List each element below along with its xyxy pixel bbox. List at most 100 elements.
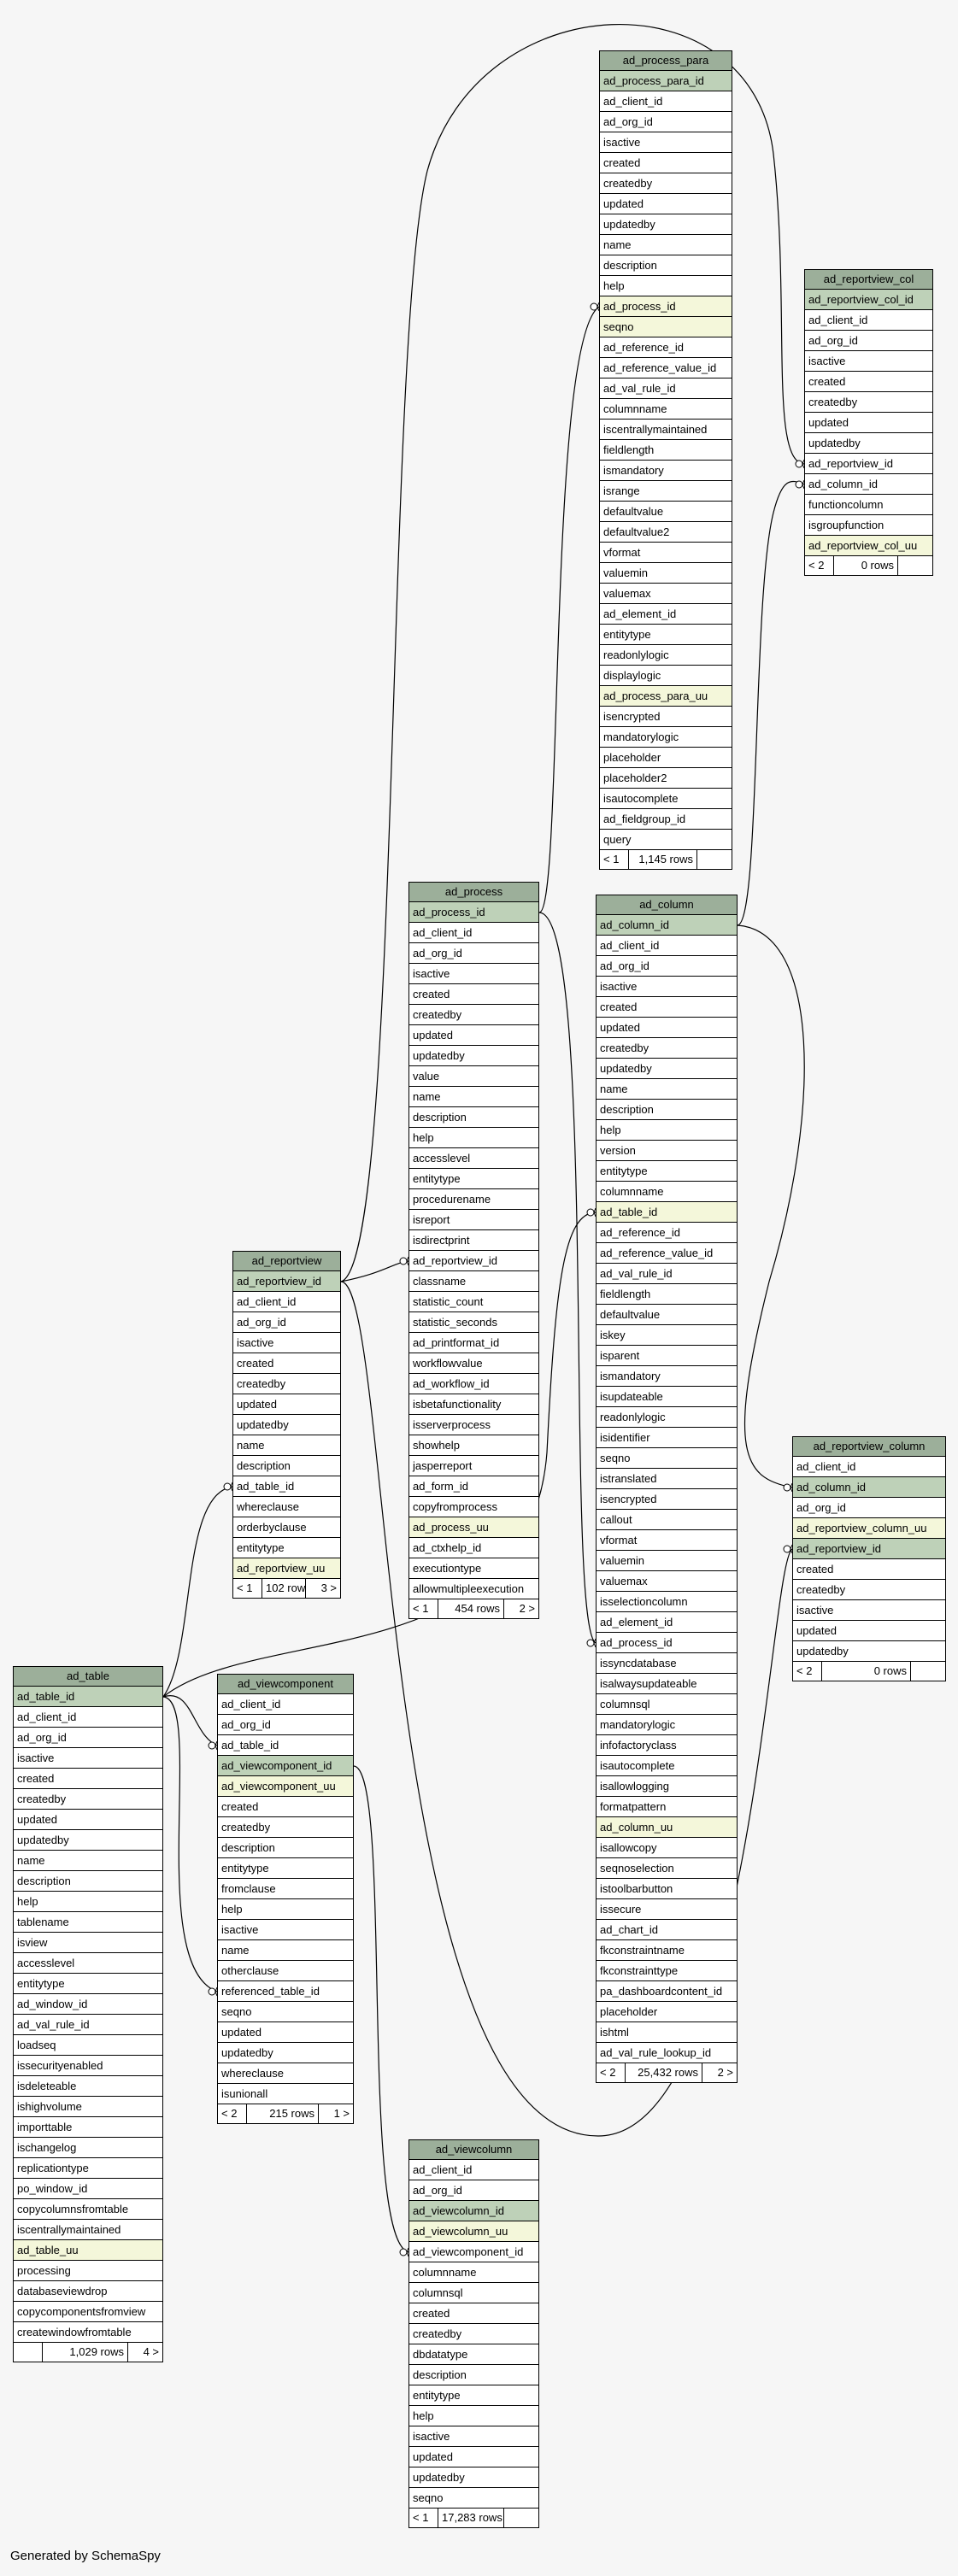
- table-column[interactable]: statistic_count: [409, 1292, 538, 1312]
- unique-key-column[interactable]: ad_process_uu: [409, 1517, 538, 1538]
- table-column[interactable]: defaultvalue: [597, 1305, 737, 1325]
- primary-key-column[interactable]: ad_table_id: [14, 1687, 162, 1707]
- table-column[interactable]: ad_val_rule_id: [597, 1264, 737, 1284]
- table-column[interactable]: help: [14, 1892, 162, 1912]
- table-column[interactable]: readonlylogic: [600, 645, 732, 666]
- table-column[interactable]: isdeleteable: [14, 2076, 162, 2097]
- table-column[interactable]: columnname: [409, 2262, 538, 2283]
- table-column[interactable]: updatedby: [805, 433, 932, 454]
- table-column[interactable]: importtable: [14, 2117, 162, 2138]
- table-column[interactable]: created: [409, 984, 538, 1005]
- table-column[interactable]: createwindowfromtable: [14, 2322, 162, 2343]
- table-column[interactable]: istoolbarbutton: [597, 1879, 737, 1899]
- table-column[interactable]: updated: [218, 2022, 353, 2043]
- table-column[interactable]: isidentifier: [597, 1428, 737, 1448]
- table-column[interactable]: readonlylogic: [597, 1407, 737, 1428]
- children-count[interactable]: 3 >: [320, 1581, 337, 1594]
- table-column[interactable]: isactive: [793, 1600, 945, 1621]
- table-column[interactable]: ad_client_id: [805, 310, 932, 331]
- table-column[interactable]: isgroupfunction: [805, 515, 932, 536]
- table-column[interactable]: ad_process_id: [597, 1633, 737, 1653]
- table-column[interactable]: createdby: [793, 1580, 945, 1600]
- table-column[interactable]: ad_client_id: [409, 2160, 538, 2180]
- table-column[interactable]: updatedby: [793, 1641, 945, 1662]
- table-column[interactable]: ad_reportview_id: [805, 454, 932, 474]
- table-column[interactable]: createdby: [409, 2324, 538, 2344]
- table-column[interactable]: orderbyclause: [233, 1517, 340, 1538]
- table-column[interactable]: replicationtype: [14, 2158, 162, 2179]
- table-column[interactable]: defaultvalue: [600, 502, 732, 522]
- unique-key-column[interactable]: ad_reportview_col_uu: [805, 536, 932, 556]
- table-column[interactable]: created: [409, 2303, 538, 2324]
- table-column[interactable]: isunionall: [218, 2084, 353, 2104]
- table-column[interactable]: updated: [597, 1018, 737, 1038]
- table-column[interactable]: entitytype: [409, 1169, 538, 1189]
- table-column[interactable]: seqno: [409, 2488, 538, 2509]
- table-column[interactable]: entitytype: [233, 1538, 340, 1558]
- table-header[interactable]: ad_reportview: [233, 1252, 340, 1271]
- table-column[interactable]: fieldlength: [597, 1284, 737, 1305]
- table-column[interactable]: created: [218, 1797, 353, 1817]
- table-column[interactable]: isserverprocess: [409, 1415, 538, 1435]
- primary-key-column[interactable]: ad_reportview_id: [233, 1271, 340, 1292]
- table-column[interactable]: ad_client_id: [233, 1292, 340, 1312]
- table-column[interactable]: isactive: [233, 1333, 340, 1353]
- table-column[interactable]: loadseq: [14, 2035, 162, 2056]
- table-column[interactable]: copycomponentsfromview: [14, 2302, 162, 2322]
- table-header[interactable]: ad_viewcolumn: [409, 2140, 538, 2160]
- table-column[interactable]: name: [597, 1079, 737, 1100]
- table-column[interactable]: updated: [409, 1025, 538, 1046]
- table-column[interactable]: tablename: [14, 1912, 162, 1933]
- unique-key-column[interactable]: ad_process_para_uu: [600, 686, 732, 707]
- children-count[interactable]: [697, 850, 732, 869]
- table-column[interactable]: ismandatory: [600, 461, 732, 481]
- table-column[interactable]: updatedby: [14, 1830, 162, 1851]
- table-column[interactable]: ad_reference_id: [597, 1223, 737, 1243]
- table-column[interactable]: ad_table_id: [233, 1476, 340, 1497]
- table-column[interactable]: fkconstraintname: [597, 1940, 737, 1961]
- parents-count[interactable]: < 1: [600, 850, 629, 869]
- table-column[interactable]: databaseviewdrop: [14, 2281, 162, 2302]
- table-column[interactable]: description: [597, 1100, 737, 1120]
- table-column[interactable]: help: [597, 1120, 737, 1141]
- table-column[interactable]: description: [14, 1871, 162, 1892]
- children-count[interactable]: 4 >: [143, 2345, 159, 2358]
- table-column[interactable]: ad_reportview_id: [409, 1251, 538, 1271]
- table-column[interactable]: isactive: [218, 1920, 353, 1940]
- table-column[interactable]: ad_client_id: [793, 1457, 945, 1477]
- parents-count[interactable]: < 2: [793, 1662, 822, 1681]
- table-column[interactable]: vformat: [597, 1530, 737, 1551]
- table-column[interactable]: ad_chart_id: [597, 1920, 737, 1940]
- table-column[interactable]: value: [409, 1066, 538, 1087]
- table-column[interactable]: ad_org_id: [409, 943, 538, 964]
- table-column[interactable]: ad_reference_value_id: [600, 358, 732, 378]
- table-column[interactable]: isactive: [597, 977, 737, 997]
- table-column[interactable]: isparent: [597, 1346, 737, 1366]
- table-column[interactable]: isupdateable: [597, 1387, 737, 1407]
- table-column[interactable]: classname: [409, 1271, 538, 1292]
- table-column[interactable]: columnsql: [409, 2283, 538, 2303]
- table-column[interactable]: updated: [805, 413, 932, 433]
- table-column[interactable]: created: [233, 1353, 340, 1374]
- table-column[interactable]: updated: [793, 1621, 945, 1641]
- table-column[interactable]: description: [218, 1838, 353, 1858]
- table-column[interactable]: placeholder: [597, 2002, 737, 2022]
- unique-key-column[interactable]: ad_viewcolumn_uu: [409, 2221, 538, 2242]
- table-column[interactable]: valuemin: [600, 563, 732, 584]
- table-column[interactable]: placeholder2: [600, 768, 732, 789]
- table-column[interactable]: pa_dashboardcontent_id: [597, 1981, 737, 2002]
- primary-key-column[interactable]: ad_column_id: [793, 1477, 945, 1498]
- table-column[interactable]: ad_val_rule_id: [600, 378, 732, 399]
- table-column[interactable]: entitytype: [600, 625, 732, 645]
- parents-count[interactable]: [14, 2343, 43, 2362]
- table-column[interactable]: description: [409, 1107, 538, 1128]
- table-column[interactable]: issecure: [597, 1899, 737, 1920]
- table-column[interactable]: dbdatatype: [409, 2344, 538, 2365]
- table-column[interactable]: ad_workflow_id: [409, 1374, 538, 1394]
- table-column[interactable]: createdby: [409, 1005, 538, 1025]
- table-column[interactable]: iscentrallymaintained: [14, 2220, 162, 2240]
- unique-key-column[interactable]: seqno: [600, 317, 732, 337]
